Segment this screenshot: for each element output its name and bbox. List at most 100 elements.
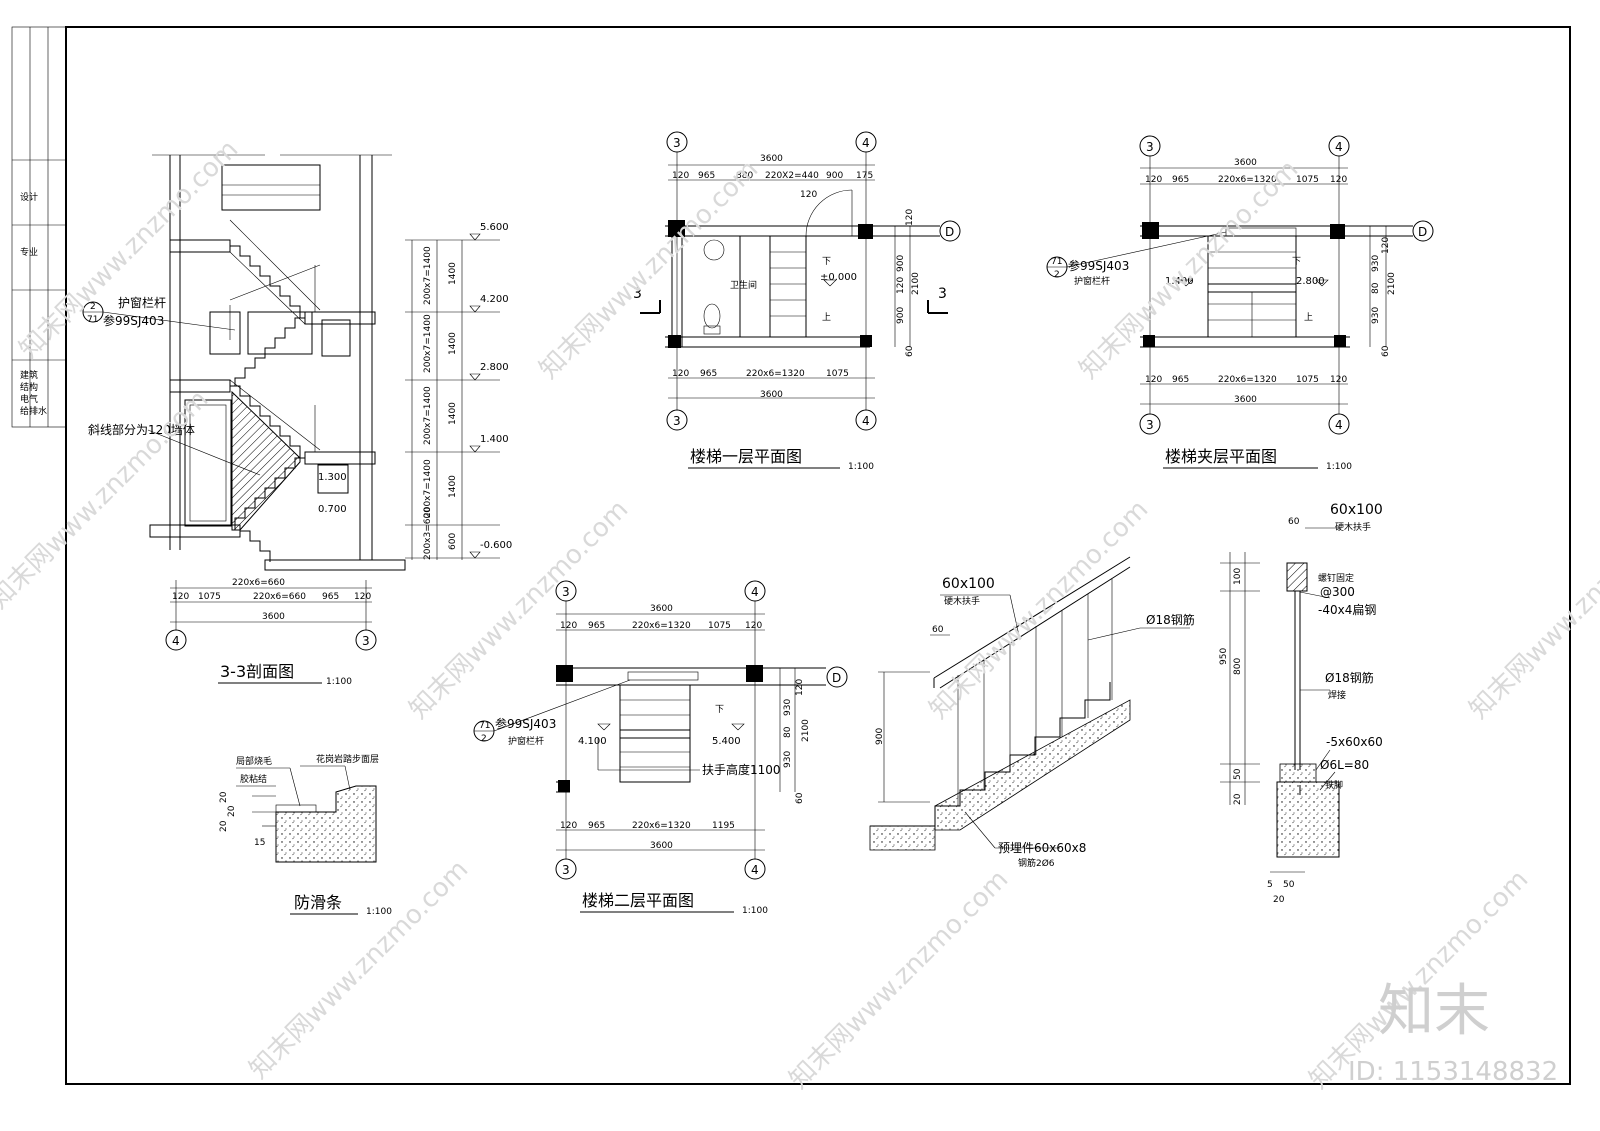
vdim: 600 (448, 533, 458, 550)
dim: 120 (1330, 375, 1347, 385)
dim: 220x6=1320 (1218, 375, 1277, 385)
size-note: 硬木扶手 (1335, 521, 1371, 533)
drawing-scale: 1:100 (1326, 462, 1352, 472)
watermark-text: 知末网www.znzmo.com (924, 494, 1155, 725)
dim: 120 (1330, 175, 1347, 185)
dim: 220x6=1320 (1218, 175, 1277, 185)
vdim: 200x7=1400 (423, 246, 433, 305)
ref-bottom: 2 (481, 734, 487, 744)
title-block-labels: 建筑 结构 电气 给排水 设计 专业 (20, 191, 47, 417)
plan-mezzanine (1046, 135, 1434, 435)
down-label: 下 (715, 705, 724, 715)
vdim: 200x3=600 (423, 507, 433, 560)
dim: 1075 (826, 369, 849, 379)
rail: 护窗栏杆 (1074, 275, 1110, 287)
dim: 900 (896, 307, 906, 324)
rail-ref-top: 2 (90, 302, 96, 312)
dim: 3600 (650, 841, 673, 851)
height: 900 (875, 728, 885, 745)
level: 5.400 (712, 736, 741, 747)
axis: 4 (751, 863, 759, 877)
down-label: 下 (1292, 257, 1301, 267)
handrail-note: 硬木扶手 (944, 595, 980, 607)
section-mark: 3 (938, 286, 947, 302)
screw: 螺钉固定 (1318, 572, 1354, 584)
ref: 参99SJ403 (1068, 258, 1129, 273)
dim: 1075 (708, 621, 731, 631)
section-3-3-text: 护窗栏杆 参99SJ403 2 71 斜线部分为120墙体 5.600 4.20… (87, 222, 512, 687)
watermark-text: 知末网www.znzmo.com (404, 494, 635, 725)
hdim-total: 3600 (262, 612, 285, 622)
antislip-text: 局部烧毛 花岗岩踏步面层 胶粘结 20 20 20 15 防滑条 1:100 (219, 753, 392, 917)
dim: 900 (826, 171, 843, 181)
dim: 20 (227, 805, 237, 817)
embed: 预埋件60x60x8 (998, 841, 1086, 855)
dim: 965 (588, 821, 605, 831)
level-4200: 4.200 (480, 294, 509, 305)
dim: 60 (1381, 345, 1391, 357)
anchor: Ø6L=80 (1320, 758, 1369, 772)
bar: Ø18钢筋 (1146, 612, 1195, 627)
drawing-title: 楼梯一层平面图 (690, 447, 802, 466)
plan-level-1 (640, 131, 961, 431)
dim: 120 (745, 621, 762, 631)
label: 花岗岩踏步面层 (316, 753, 379, 765)
vdim: 1400 (448, 402, 458, 425)
dim: 120 (795, 679, 805, 696)
rail-note: 护窗栏杆 (118, 295, 166, 310)
dim: 80 (783, 726, 793, 738)
plan-level-1-text: 3 4 3 4 D 3600 120 965 880 220X2=440 900… (633, 136, 954, 472)
dim: 220x6=1320 (632, 621, 691, 631)
flat-steel: -40x4扁钢 (1318, 603, 1376, 617)
level: ±0.000 (820, 272, 857, 283)
drawing-title: 3-3剖面图 (220, 662, 294, 681)
embed2: 钢筋2Ø6 (1018, 857, 1055, 869)
level: 1.400 (1165, 276, 1194, 287)
axis: 4 (1335, 140, 1343, 154)
vdim: 200x7=1400 (423, 459, 433, 518)
axis-d: D (945, 225, 954, 239)
handrail-size: 60x100 (942, 576, 995, 592)
dim: 3600 (650, 604, 673, 614)
watermark-id: ID: 1153148832 (1348, 1057, 1558, 1087)
axis: 4 (1335, 418, 1343, 432)
level-1400: 1.400 (480, 434, 509, 445)
vdim: 50 (1233, 768, 1243, 780)
up-label: 上 (1304, 312, 1313, 323)
level-1300: 1.300 (318, 472, 347, 483)
anchor-note: 铁脚 (1325, 779, 1343, 791)
title-block-row: 专业 (20, 246, 38, 258)
axis-d: D (832, 671, 841, 685)
hdim: 1075 (198, 592, 221, 602)
drawing-scale: 1:100 (366, 907, 392, 917)
axis-3: 3 (362, 634, 370, 648)
axis: 4 (862, 136, 870, 150)
dim: 3600 (1234, 158, 1257, 168)
dim: 965 (1172, 375, 1189, 385)
room-label: 卫生间 (730, 279, 757, 291)
title-block-row: 电气 (20, 393, 38, 405)
drawing-title: 楼梯二层平面图 (582, 891, 694, 910)
size: 60x100 (1330, 502, 1383, 518)
dim: 3600 (760, 154, 783, 164)
sheet-frame (11, 26, 1571, 1085)
axis: 3 (1146, 140, 1154, 154)
hatch-note: 斜线部分为120墙体 (88, 422, 195, 437)
bottom-dim: 20 (1273, 895, 1285, 905)
title-block-row: 结构 (20, 381, 38, 393)
dim: 2100 (1387, 272, 1397, 295)
axis: 4 (751, 585, 759, 599)
railing-elevation (869, 556, 1190, 851)
title-block-row: 建筑 (20, 369, 38, 381)
label: 胶粘结 (240, 773, 267, 785)
down-label: 下 (822, 257, 831, 267)
rail: 护窗栏杆 (508, 735, 544, 747)
dim-60: 60 (1288, 517, 1300, 527)
watermark-text: 知末网www.znzmo.com (244, 854, 475, 1085)
plan-mezzanine-text: 3 4 3 4 D 3600 120 965 220x6=1320 1075 1… (1051, 140, 1427, 472)
level: 4.100 (578, 736, 607, 747)
level-2800: 2.800 (480, 362, 509, 373)
dim: 2100 (911, 272, 921, 295)
watermark-text: 知末网www.znzmo.com (534, 154, 765, 385)
weld: 焊接 (1328, 689, 1346, 701)
